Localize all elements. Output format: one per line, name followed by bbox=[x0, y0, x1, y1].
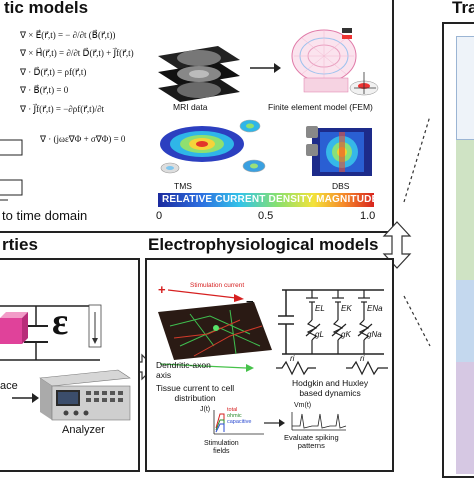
right-strip-blue bbox=[456, 280, 474, 362]
top-panel-title: tic models bbox=[4, 0, 89, 17]
equation-1: ∇ × E⃗(r⃗,t) = − ∂/∂t (B⃗(r⃗,t)) bbox=[20, 30, 116, 40]
bracket-lines bbox=[0, 139, 23, 201]
properties-panel bbox=[0, 258, 140, 472]
label-ri-left: ri bbox=[290, 354, 295, 363]
label-gl: gL bbox=[315, 330, 324, 339]
arrow-to-analyzer bbox=[12, 393, 39, 403]
fem-model-image bbox=[291, 28, 379, 96]
small-vertical-arrow bbox=[88, 304, 102, 348]
tms-image bbox=[160, 119, 266, 174]
label-ena: ENa bbox=[367, 304, 383, 313]
equation-4: ∇ · B⃗(r⃗,t) = 0 bbox=[20, 85, 69, 95]
epsilon-symbol: ε bbox=[52, 301, 69, 343]
dbs-label: DBS bbox=[332, 181, 350, 191]
colorbar bbox=[158, 193, 374, 207]
label-gk: gK bbox=[341, 330, 351, 339]
equation-2: ∇ × H⃗(r⃗,t) = ∂/∂t D⃗(r⃗,t) + J⃗f(r⃗,t) bbox=[20, 48, 134, 58]
colorbar-tick-05: 0.5 bbox=[258, 210, 274, 222]
mri-label: MRI data bbox=[173, 102, 208, 112]
vm-label: Vm(t) bbox=[294, 402, 312, 409]
label-ri-right: ri bbox=[360, 354, 365, 363]
jt-ohmic: ohmic bbox=[227, 413, 242, 419]
right-strip-green bbox=[456, 140, 474, 280]
label-ek: EK bbox=[341, 304, 352, 313]
hh-circuit bbox=[276, 289, 388, 376]
time-domain-text: to time domain bbox=[2, 208, 88, 223]
label-gna: gNa bbox=[367, 330, 382, 339]
mri-image bbox=[158, 46, 240, 102]
stim-plus: + bbox=[158, 282, 166, 297]
hh-label: Hodgkin and Huxley based dynamics bbox=[292, 378, 369, 398]
jt-plot bbox=[213, 410, 264, 435]
colorbar-tick-1: 1.0 bbox=[360, 210, 376, 222]
tms-label: TMS bbox=[174, 181, 192, 191]
jt-total: total bbox=[227, 407, 238, 413]
analyzer-label: Analyzer bbox=[62, 424, 105, 436]
electro-title: Electrophysiological models bbox=[148, 235, 379, 254]
neuron-image bbox=[158, 302, 272, 372]
dashed-connectors bbox=[403, 115, 431, 347]
right-strip-purple bbox=[456, 362, 474, 474]
vertical-double-arrow bbox=[382, 221, 412, 269]
colorbar-tick-0: 0 bbox=[156, 210, 163, 222]
properties-title: rties bbox=[2, 235, 38, 254]
dbs-image bbox=[306, 126, 372, 176]
arrow-mri-fem bbox=[250, 63, 281, 73]
vm-plot bbox=[291, 412, 347, 431]
equation-3: ∇ · D⃗(r⃗,t) = ρf(r⃗,t) bbox=[20, 67, 87, 77]
stim-arrow bbox=[168, 289, 244, 302]
tissue-cube bbox=[0, 312, 28, 344]
stim-fields-label: Stimulation fields bbox=[204, 440, 239, 455]
tissue-label: Tissue current to cell distribution bbox=[156, 383, 235, 403]
arrow-to-vm bbox=[264, 419, 285, 427]
right-panel-title: Tra bbox=[452, 0, 474, 17]
stim-current-label: Stimulation current bbox=[190, 282, 245, 289]
stim-minus: − bbox=[246, 294, 254, 309]
right-strip-top bbox=[456, 36, 474, 140]
equation-6: ∇ · (jωε∇Φ + σ∇Φ) = 0 bbox=[40, 134, 126, 144]
dendritic-label: Dendritic-axon axis bbox=[156, 360, 211, 380]
equation-5: ∇ · J⃗f(r⃗,t) = −∂ρf(r⃗,t)/∂t bbox=[20, 104, 105, 114]
jt-capacitive: capacitive bbox=[227, 419, 252, 425]
properties-left-label: ace bbox=[0, 380, 18, 392]
colorbar-title: RELATIVE CURRENT DENSITY MAGNITUDE bbox=[162, 194, 379, 205]
spiking-label: Evaluate spiking patterns bbox=[284, 433, 339, 450]
jt-label: J(t) bbox=[200, 406, 211, 413]
analyzer-device bbox=[39, 369, 131, 421]
label-el: EL bbox=[315, 304, 325, 313]
fem-label: Finite element model (FEM) bbox=[268, 102, 373, 112]
